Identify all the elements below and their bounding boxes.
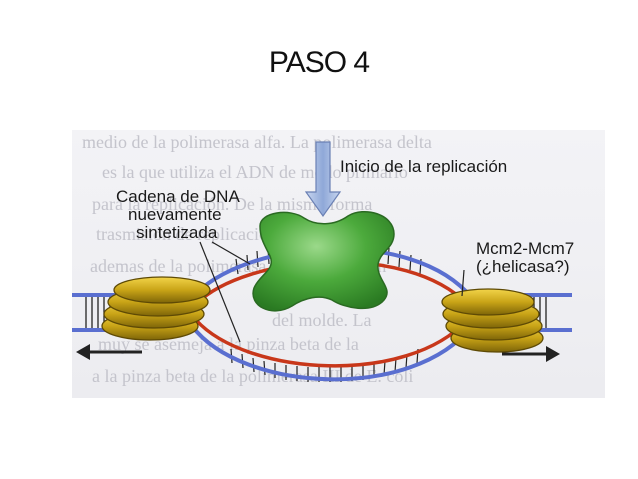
replication-illustration: medio de la polimerasa alfa. La polimera… <box>72 130 605 398</box>
parental-strand-bottom <box>190 324 474 382</box>
helicase-label-line: Mcm2-Mcm7 <box>476 239 575 258</box>
helicase-label: Mcm2-Mcm7 (¿helicasa?) <box>476 240 574 276</box>
left-direction-arrow <box>76 344 142 360</box>
background-text-line: para la replicación. De la misma forma <box>92 194 372 214</box>
new-strand-label: Cadena de DNA nuevamente sintetizada <box>116 188 240 242</box>
initiation-arrow <box>304 141 342 218</box>
new-strand-label-line: Cadena de DNA <box>116 187 240 206</box>
right-helicase <box>441 288 544 353</box>
helicase-pointer <box>461 269 465 297</box>
new-strand-pointer-2 <box>211 241 251 265</box>
background-text-line: es la que utiliza el ADN de modo primari… <box>102 162 408 182</box>
origin-complex <box>252 211 395 312</box>
new-strand-label-line: nuevamente <box>128 205 222 224</box>
right-direction-arrow <box>502 346 560 362</box>
helicase-label-line: (¿helicasa?) <box>476 257 570 276</box>
background-text-line: del molde. La <box>272 310 371 330</box>
new-strand-bottom <box>194 318 469 368</box>
replication-diagram: medio de la polimerasa alfa. La polimera… <box>72 130 605 398</box>
new-strand-label-line: sintetizada <box>136 223 218 242</box>
slide-title: PASO 4 <box>268 46 370 79</box>
left-helicase <box>101 276 211 341</box>
initiation-label: Inicio de la replicación <box>340 157 508 176</box>
background-text-line: medio de la polimerasa alfa. La polimera… <box>82 132 432 152</box>
new-strand-pointer-1 <box>199 241 241 343</box>
